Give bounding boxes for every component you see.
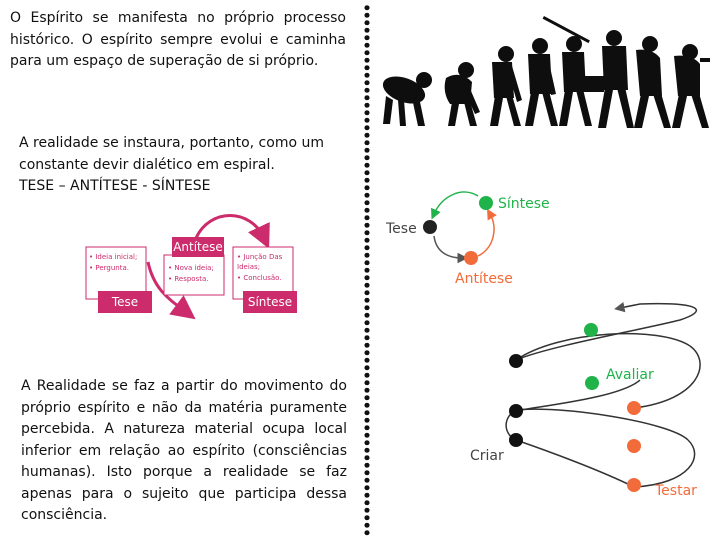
sintese-label-box <box>243 291 297 313</box>
spiral-avaliar-dot-1 <box>584 323 598 337</box>
evolution-figure-3 <box>490 46 522 126</box>
evolution-figure-7 <box>634 36 671 128</box>
cycle-arrow-bottom <box>146 261 196 320</box>
evolution-figure-2 <box>444 62 480 126</box>
spiral-criar-dot-3 <box>509 433 523 447</box>
cycle-arrow-top <box>194 214 270 249</box>
paragraph-dialectic: A realidade se instaura, portanto, como … <box>19 133 347 198</box>
antitese-label-box <box>172 237 224 257</box>
spiral-diagram: Avaliar Criar Testar <box>470 301 701 499</box>
triad-tese-dot <box>423 220 437 234</box>
dialectic-cycle-diagram: • Ideia inicial; • Pergunta. • Nova idei… <box>85 214 297 320</box>
spiral-segment-1 <box>633 439 696 488</box>
tese-box <box>85 246 147 300</box>
spiral-segment-6 <box>515 332 691 361</box>
sintese-item-1: • Junção Das <box>237 253 283 261</box>
sintese-label: Síntese <box>248 295 292 309</box>
triad-antitese-label: Antítese <box>455 271 513 287</box>
sintese-item-3: • Conclusão. <box>237 274 282 282</box>
evolution-figure-6 <box>584 30 634 128</box>
paragraph-dialectic-triad: TESE – ANTÍTESE - SÍNTESE <box>19 178 211 194</box>
human-evolution-silhouette-icon <box>382 16 710 128</box>
evolution-figure-1 <box>382 72 432 126</box>
spiral-segment-7 <box>515 439 635 488</box>
evolution-figure-8 <box>672 44 710 128</box>
spiral-criar-dot-2 <box>509 404 523 418</box>
spiral-segment-3 <box>515 408 689 441</box>
paragraph-dialectic-text: A realidade se instaura, portanto, como … <box>19 135 324 173</box>
tese-label-box <box>98 291 152 313</box>
sintese-box <box>232 246 294 300</box>
triad-sintese-label: Síntese <box>498 196 550 212</box>
spiral-testar-dot-1 <box>627 401 641 415</box>
tese-item-1: • Ideia inicial; <box>89 253 137 261</box>
dotted-divider <box>362 4 372 536</box>
triad-sintese-dot <box>479 196 493 210</box>
spiral-segment-5 <box>633 345 701 409</box>
triad-arrow-orange <box>477 208 497 257</box>
spiral-criar-label: Criar <box>470 448 504 464</box>
evolution-figure-4 <box>525 38 558 126</box>
triad-diagram: Síntese Tese Antítese <box>385 191 550 287</box>
antitese-label: Antítese <box>173 240 223 254</box>
evolution-figure-5 <box>542 16 592 126</box>
antitese-box <box>163 254 225 296</box>
tese-item-2: • Pergunta. <box>89 264 129 272</box>
triad-arrow-grey <box>433 235 468 264</box>
spiral-testar-dot-2 <box>627 439 641 453</box>
paragraph-reality: A Realidade se faz a partir do movimento… <box>21 378 347 523</box>
antitese-item-1: • Nova ideia; <box>168 264 214 272</box>
tese-label: Tese <box>111 295 138 309</box>
spiral-top-arrow <box>515 301 698 361</box>
paragraph-spirit-history: O Espírito se manifesta no próprio proce… <box>10 10 346 69</box>
triad-tese-label: Tese <box>385 221 417 237</box>
triad-arrow-green <box>431 191 479 220</box>
spiral-testar-label: Testar <box>654 483 697 499</box>
triad-antitese-dot <box>464 251 478 265</box>
spiral-avaliar-dot-2 <box>585 376 599 390</box>
spiral-criar-dot-1 <box>509 354 523 368</box>
sintese-item-2: Ideias; <box>237 263 260 271</box>
spiral-segment-4 <box>515 379 641 412</box>
spiral-avaliar-label: Avaliar <box>606 367 654 383</box>
spiral-testar-dot-3 <box>627 478 641 492</box>
antitese-item-2: • Resposta. <box>168 275 209 283</box>
